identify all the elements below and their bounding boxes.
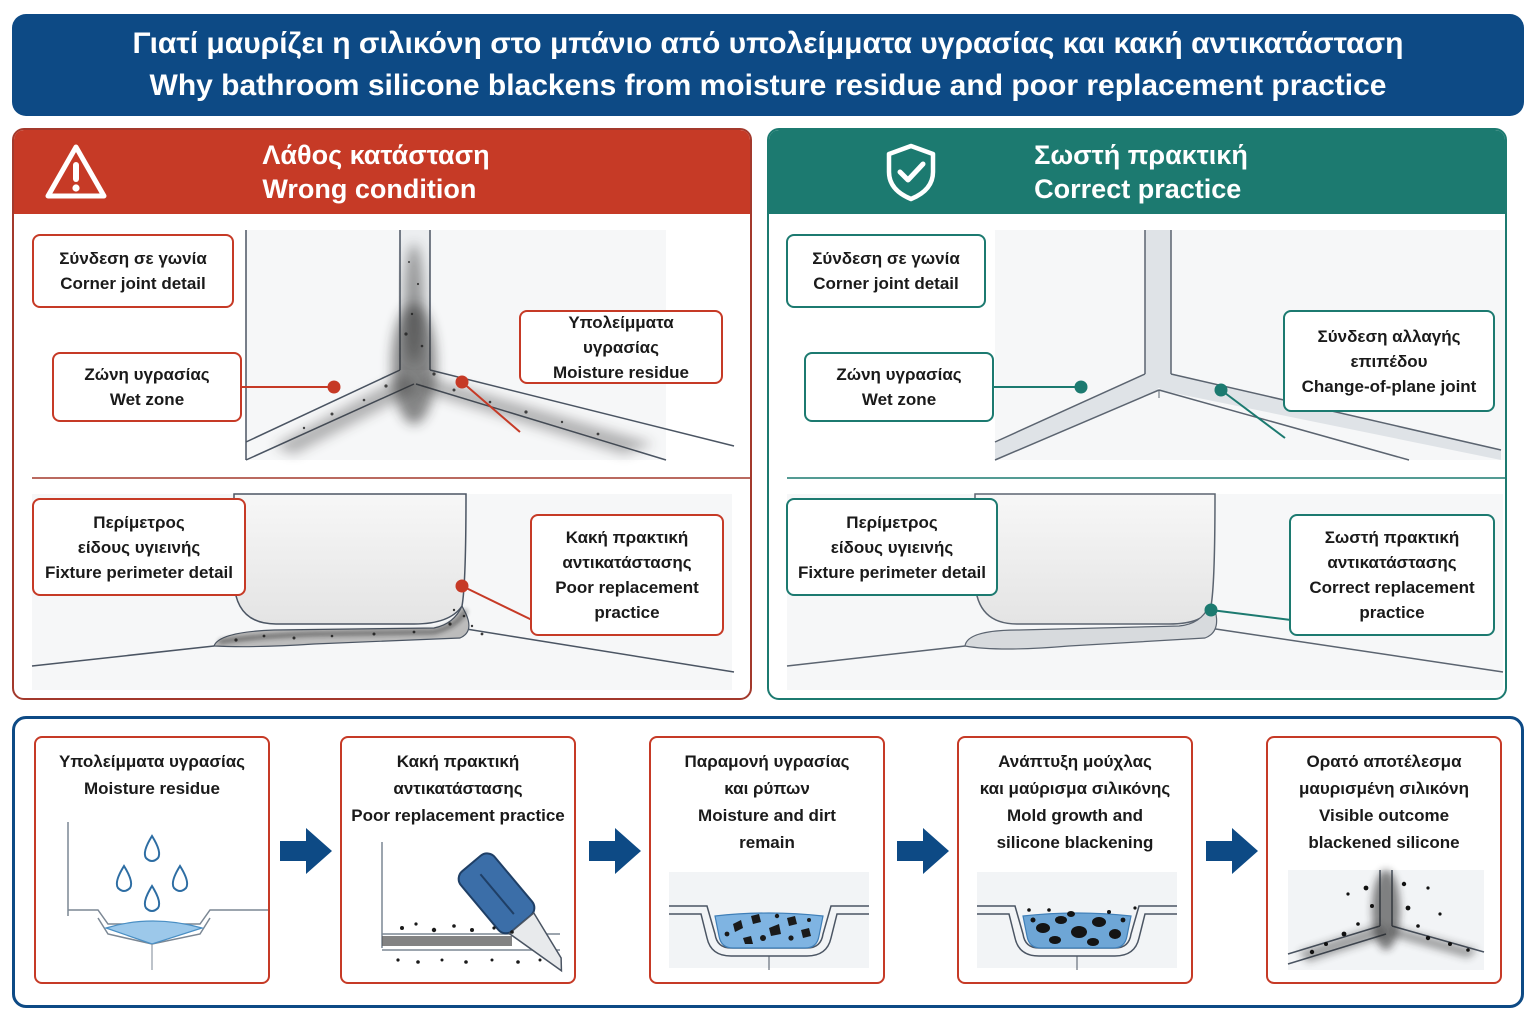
warning-triangle-icon xyxy=(45,144,107,199)
flow-step-poor-replacement: Κακή πρακτική αντικατάστασης Poor replac… xyxy=(340,736,576,984)
title-banner: Γιατί μαυρίζει η σιλικόνη στο μπάνιο από… xyxy=(12,14,1524,116)
flow-arrow-4 xyxy=(1206,828,1258,874)
trapped-dirt-icon xyxy=(669,872,869,970)
title-english: Why bathroom silicone blackens from mois… xyxy=(149,69,1387,102)
callout-correct-replacement: Σωστή πρακτική αντικατάστασης Correct re… xyxy=(1289,514,1495,636)
wrong-panel-header: Λάθος κατάσταση Wrong condition xyxy=(14,130,750,214)
wrong-condition-panel: Λάθος κατάσταση Wrong condition xyxy=(12,128,752,700)
callout-change-of-plane-correct: Σύνδεση αλλαγής επιπέδου Change-of-plane… xyxy=(1283,310,1495,412)
callout-corner-joint-correct: Σύνδεση σε γωνία Corner joint detail xyxy=(786,234,986,308)
correct-leader-lines xyxy=(993,380,1292,621)
callout-fixture-perimeter-correct: Περίμετρος είδους υγιεινής Fixture perim… xyxy=(786,498,998,596)
correct-panel-header: Σωστή πρακτική Correct practice xyxy=(769,130,1505,214)
shield-check-icon xyxy=(886,143,936,202)
correct-panel-title: Σωστή πρακτική Correct practice xyxy=(1034,140,1248,204)
wrong-panel-title: Λάθος κατάσταση Wrong condition xyxy=(262,140,490,204)
mold-growth-icon xyxy=(977,872,1177,970)
correct-practice-panel: Σωστή πρακτική Correct practice xyxy=(767,128,1507,700)
callout-wet-zone-wrong: Ζώνη υγρασίας Wet zone xyxy=(52,352,242,422)
wrong-leader-lines xyxy=(242,375,533,621)
callout-fixture-perimeter-wrong: Περίμετρος είδους υγιεινής Fixture perim… xyxy=(32,498,246,596)
title-greek: Γιατί μαυρίζει η σιλικόνη στο μπάνιο από… xyxy=(132,27,1404,60)
flow-arrow-1 xyxy=(280,828,332,874)
callout-moisture-residue-wrong: Υπολείμματα υγρασίας Moisture residue xyxy=(519,310,723,384)
flow-step-mold-growth: Ανάπτυξη μούχλας και μαύρισμα σιλικόνης … xyxy=(957,736,1193,984)
blackened-corner-icon xyxy=(1287,870,1485,970)
callout-corner-joint-wrong: Σύνδεση σε γωνία Corner joint detail xyxy=(32,234,234,308)
water-drops-icon xyxy=(67,822,268,970)
flow-step-moisture-dirt-remain: Παραμονή υγρασίας και ρύπων Moisture and… xyxy=(649,736,885,984)
flow-step-visible-outcome: Ορατό αποτέλεσμα μαυρισμένη σιλικόνη Vis… xyxy=(1266,736,1502,984)
flow-arrow-2 xyxy=(589,828,641,874)
flow-arrow-3 xyxy=(897,828,949,874)
callout-poor-replacement-wrong: Κακή πρακτική αντικατάστασης Poor replac… xyxy=(530,514,724,636)
utility-knife-icon xyxy=(381,842,563,973)
callout-wet-zone-correct: Ζώνη υγρασίας Wet zone xyxy=(804,352,994,422)
flow-step-moisture-residue: Υπολείμματα υγρασίας Moisture residue xyxy=(34,736,270,984)
